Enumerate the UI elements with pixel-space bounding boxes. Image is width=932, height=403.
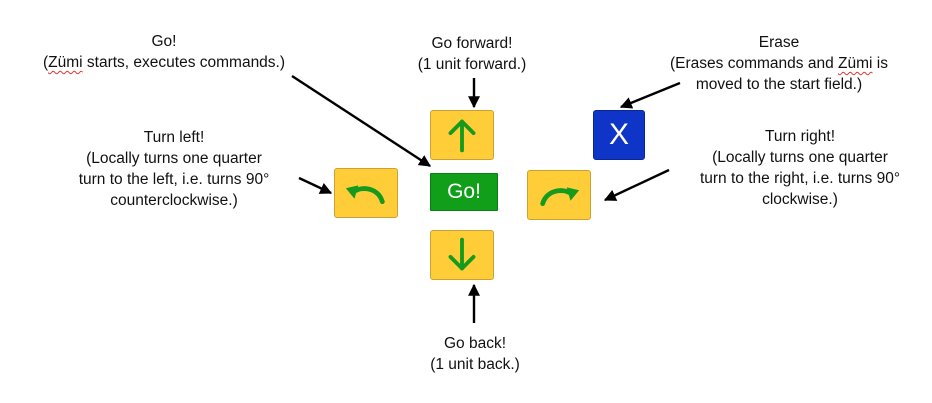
back-button[interactable] (430, 230, 494, 280)
turn-right-label-title: Turn right! (764, 128, 836, 145)
erase-label: Erase (Erases commands and Zümi is moved… (638, 32, 920, 95)
erase-label-desc: (Erases commands and Zümi is (670, 55, 888, 72)
turn-left-label-title: Turn left! (143, 129, 205, 146)
erase-button[interactable]: X (593, 110, 645, 160)
turn-left-icon (345, 185, 385, 205)
back-label: Go back! (1 unit back.) (375, 333, 575, 375)
forward-label-title: Go forward! (431, 35, 513, 52)
turn-right-icon (540, 187, 580, 207)
turn-right-label: Turn right! (Locally turns one quarter t… (670, 126, 930, 210)
turn-left-label: Turn left! (Locally turns one quarter tu… (44, 127, 304, 211)
arrow-right (603, 168, 670, 202)
erase-label-title: Erase (758, 34, 800, 51)
turn-right-label-desc: (Locally turns one quarter (712, 149, 888, 166)
turn-right-label-desc-2: turn to the right, i.e. turns 90° (699, 170, 901, 187)
back-label-title: Go back! (443, 335, 507, 352)
arrow-up-icon (448, 119, 476, 153)
forward-label-desc: (1 unit forward.) (417, 56, 527, 73)
turn-right-label-desc-3: clockwise.) (762, 191, 838, 208)
erase-label-desc-2: moved to the start field.) (695, 76, 863, 93)
forward-button[interactable] (430, 110, 494, 160)
turn-right-button[interactable] (527, 170, 591, 220)
go-label-title: Go! (151, 33, 177, 50)
turn-left-label-desc-3: counterclockwise.) (110, 192, 238, 209)
turn-left-label-desc: (Locally turns one quarter (86, 150, 262, 167)
arrow-go (291, 74, 432, 168)
go-label: Go! (Zümi starts, executes commands.) (14, 31, 314, 73)
turn-left-button[interactable] (334, 168, 398, 218)
arrow-down-icon (448, 237, 476, 271)
back-label-desc: (1 unit back.) (430, 356, 520, 373)
go-button[interactable]: Go! (430, 173, 498, 211)
go-label-desc: (Zümi starts, executes commands.) (42, 54, 286, 71)
turn-left-label-desc-2: turn to the left, i.e. turns 90° (78, 171, 270, 188)
forward-label: Go forward! (1 unit forward.) (372, 33, 572, 75)
